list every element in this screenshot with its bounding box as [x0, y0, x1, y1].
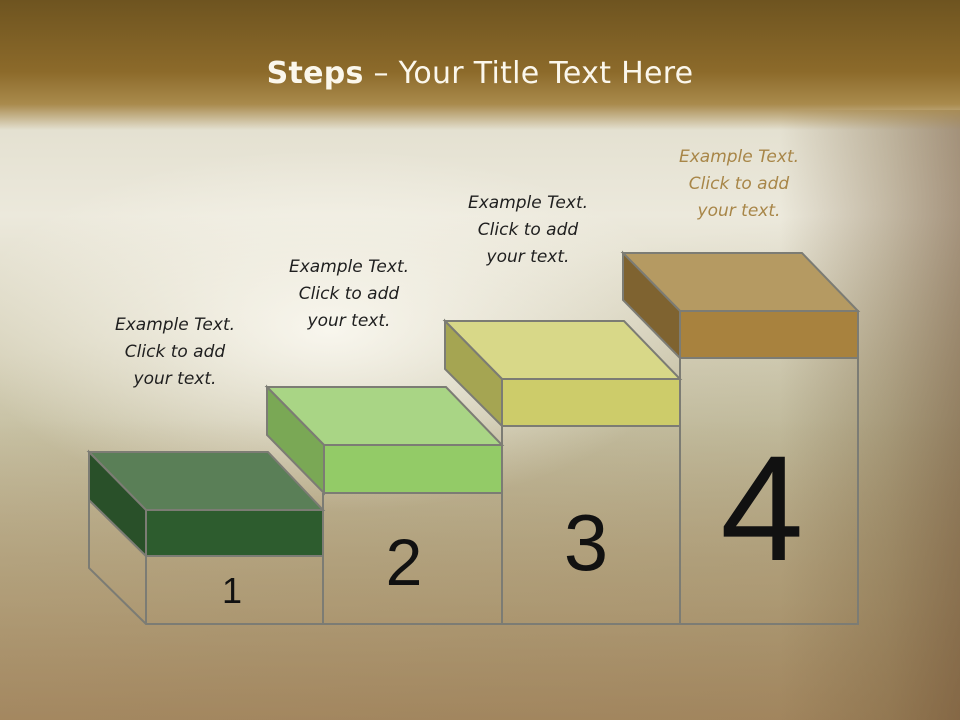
caption-line: your text.	[307, 311, 391, 331]
step-1-front	[145, 509, 324, 557]
caption-line: your text.	[697, 201, 781, 221]
step-2-caption[interactable]: Example Text. Click to add your text.	[269, 254, 429, 335]
step-4-front	[679, 310, 859, 359]
caption-line: your text.	[486, 247, 570, 267]
title-separator: –	[363, 56, 399, 91]
caption-line: Example Text.	[467, 193, 589, 213]
step-1-caption[interactable]: Example Text. Click to add your text.	[95, 312, 255, 393]
caption-line: your text.	[133, 369, 217, 389]
step-4-block[interactable]	[620, 250, 861, 361]
step-4-caption[interactable]: Example Text. Click to add your text.	[659, 144, 819, 225]
step-3-number: 3	[564, 498, 609, 587]
background-car-side	[780, 110, 960, 720]
caption-line: Example Text.	[678, 147, 800, 167]
caption-line: Example Text.	[114, 315, 236, 335]
slide-title[interactable]: Steps – Your Title Text Here	[0, 56, 960, 91]
step-3-block[interactable]	[442, 318, 683, 429]
staircase-outline	[88, 358, 859, 625]
caption-line: Click to add	[124, 342, 226, 362]
step-2-block[interactable]	[264, 384, 505, 496]
step-3-front	[501, 378, 681, 427]
step-3-caption[interactable]: Example Text. Click to add your text.	[448, 190, 608, 271]
step-2-number: 2	[386, 525, 423, 599]
caption-line: Click to add	[298, 284, 400, 304]
title-band	[0, 0, 960, 130]
caption-line: Click to add	[477, 220, 579, 240]
step-4-number: 4	[720, 424, 803, 592]
step-2-front	[323, 444, 503, 494]
title-bold: Steps	[266, 56, 364, 91]
step-1-block[interactable]	[86, 449, 326, 559]
caption-line: Click to add	[688, 174, 790, 194]
title-rest: Your Title Text Here	[398, 56, 694, 91]
step-1-number: 1	[222, 570, 242, 611]
caption-line: Example Text.	[288, 257, 410, 277]
